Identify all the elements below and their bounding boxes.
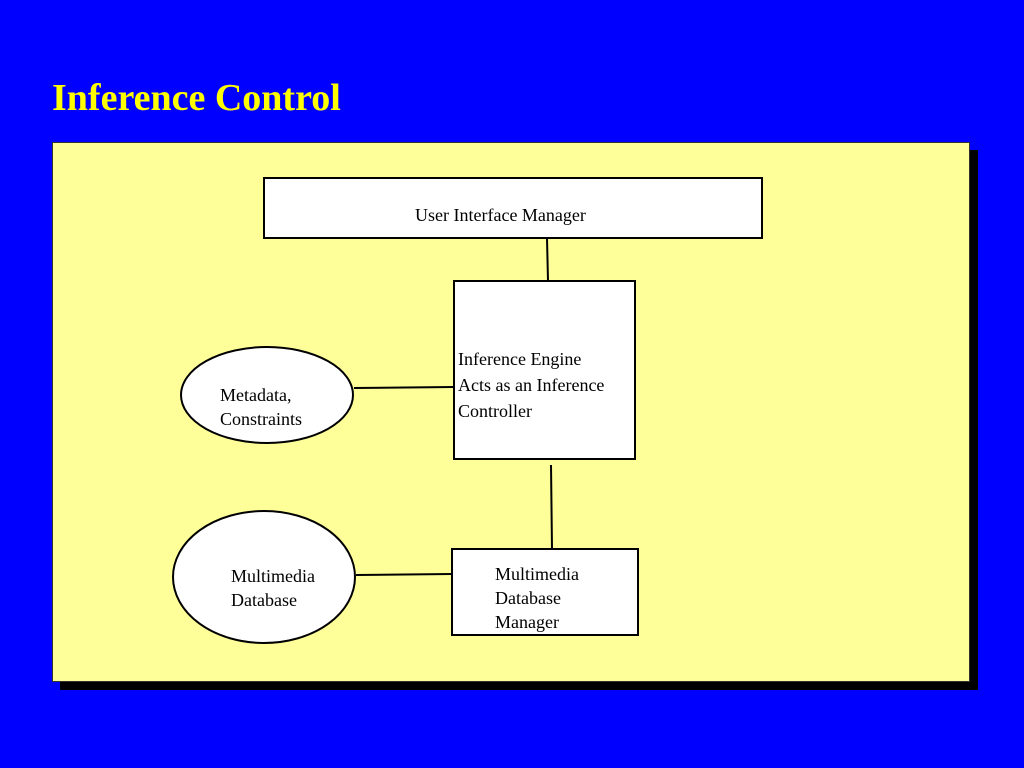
slide-title: Inference Control <box>52 77 341 119</box>
mm-db-manager-label-line-1: Multimedia <box>495 564 579 584</box>
edge-ui-manager-to-inference-engine <box>546 237 549 282</box>
metadata-label-line-1: Metadata, <box>220 385 292 405</box>
multimedia-db-label-line-2: Database <box>231 590 297 610</box>
metadata-label: Metadata, Constraints <box>220 383 302 431</box>
ui-manager-label: User Interface Manager <box>415 205 586 225</box>
edge-inference-engine-to-mm-db-manager <box>550 464 553 550</box>
multimedia-db-label: Multimedia Database <box>231 564 315 612</box>
mm-db-manager-label-line-3: Manager <box>495 612 559 632</box>
multimedia-db-label-line-1: Multimedia <box>231 566 315 586</box>
metadata-ellipse <box>180 346 354 444</box>
inference-engine-label-line-3: Controller <box>458 401 532 421</box>
inference-engine-box <box>453 280 636 460</box>
edge-metadata-to-inference-engine <box>353 386 455 389</box>
metadata-label-line-2: Constraints <box>220 409 303 429</box>
mm-db-manager-box <box>451 548 639 636</box>
inference-engine-label: Inference Engine Acts as an Inference Co… <box>458 347 604 423</box>
inference-engine-label-line-2: Acts as an Inference <box>458 375 605 395</box>
ui-manager-box <box>263 177 763 239</box>
mm-db-manager-label: Multimedia Database Manager <box>495 562 579 634</box>
mm-db-manager-label-line-2: Database <box>495 588 561 608</box>
multimedia-db-ellipse <box>172 510 356 644</box>
edge-multimedia-db-to-mm-db-manager <box>355 573 453 576</box>
inference-engine-label-line-1: Inference Engine <box>458 349 582 369</box>
